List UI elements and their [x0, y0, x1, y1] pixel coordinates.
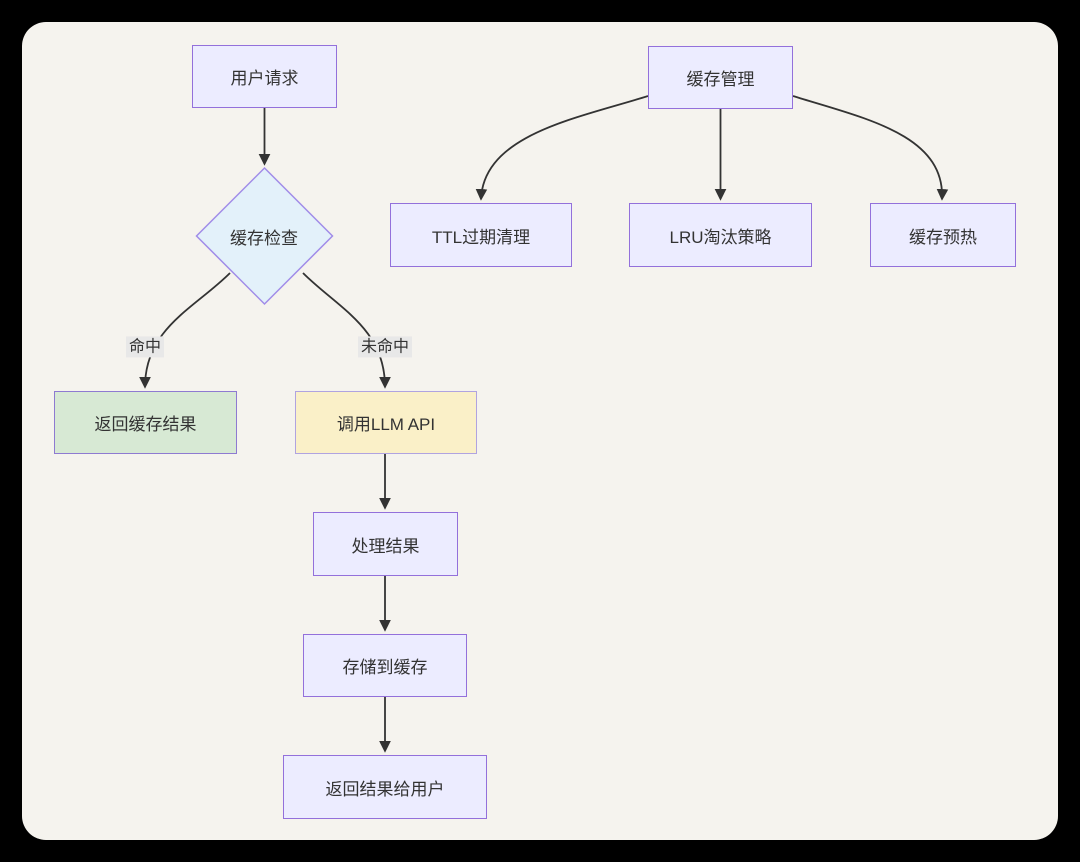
node-lru-eviction-policy: LRU淘汰策略	[629, 203, 812, 267]
node-user-request: 用户请求	[192, 45, 337, 108]
node-process-result: 处理结果	[313, 512, 458, 576]
node-call-llm-api: 调用LLM API	[295, 391, 477, 454]
node-return-cached-result: 返回缓存结果	[54, 391, 237, 454]
edge-cache-check-to-return-cached	[139, 272, 231, 389]
node-cache-warmup: 缓存预热	[870, 203, 1016, 267]
edge-cache-check-to-call-llm	[302, 272, 391, 389]
flowchart-edges	[139, 95, 949, 753]
edge-cache-mgmt-to-ttl-cleanup	[475, 95, 649, 201]
node-store-to-cache: 存储到缓存	[303, 634, 467, 697]
edge-label-hit: 命中	[125, 336, 165, 358]
edge-label-miss: 未命中	[357, 336, 413, 358]
node-cache-check-label: 缓存检查	[230, 229, 298, 248]
node-return-result-to-user: 返回结果给用户	[283, 755, 487, 819]
edge-cache-mgmt-to-cache-warmup	[792, 95, 949, 201]
flowchart-canvas: 用户请求 缓存检查 命中 未命中 返回缓存结果 调用LLM API 处理结果 存…	[22, 22, 1058, 840]
node-cache-management: 缓存管理	[648, 46, 793, 109]
node-ttl-expiry-cleanup: TTL过期清理	[390, 203, 572, 267]
cache-check-diamond	[195, 166, 334, 306]
